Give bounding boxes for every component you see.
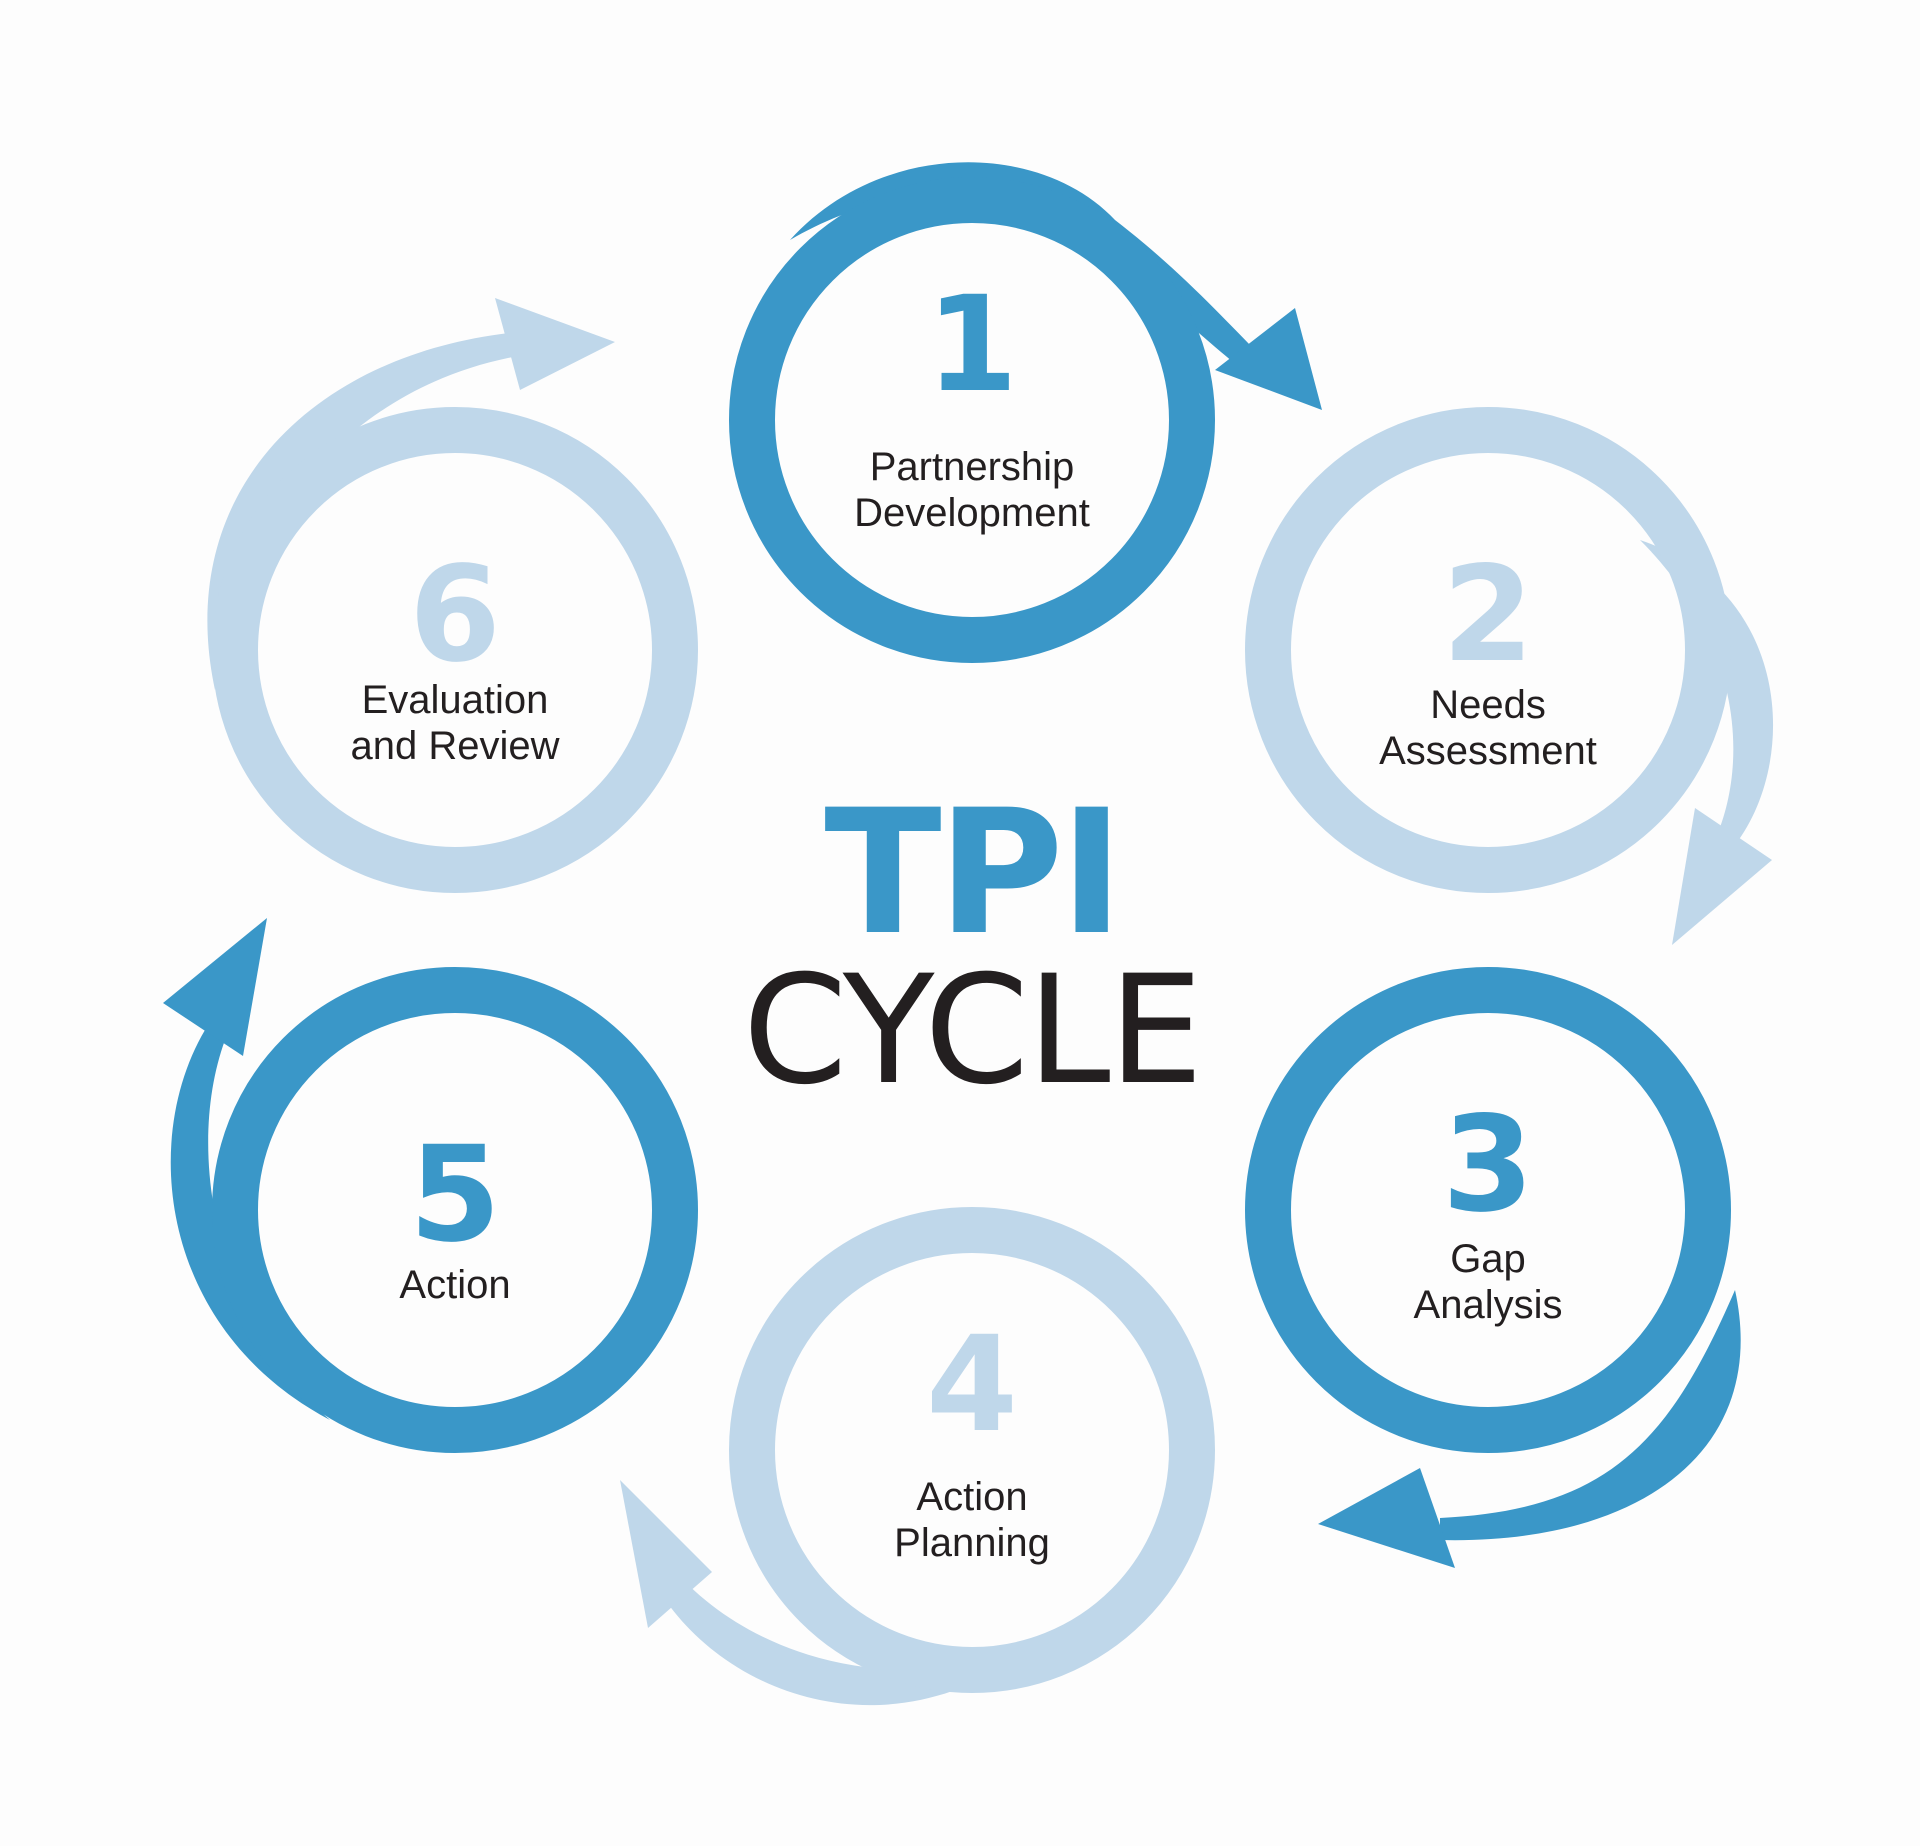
step-6-label-line2: and Review <box>350 724 559 768</box>
step-1-number: 1 <box>926 268 1018 422</box>
cycle-arrow-1 <box>790 162 1322 410</box>
step-1-label-line2: Development <box>854 491 1090 535</box>
step-3-label-line2: Analysis <box>1414 1283 1563 1327</box>
cycle-arrow-5-head <box>163 918 267 1056</box>
step-5-label-line1: Action <box>399 1263 510 1307</box>
step-4-ring <box>729 1207 1215 1693</box>
cycle-arrow-2-body <box>1640 540 1774 845</box>
step-2-label-line2: Assessment <box>1379 729 1597 773</box>
step-5-ring <box>212 967 698 1453</box>
step-5-number: 5 <box>409 1118 501 1272</box>
step-3: 3 Gap Analysis <box>1245 967 1731 1453</box>
step-1-label-line1: Partnership <box>870 445 1075 489</box>
cycle-arrow-2-head <box>1672 808 1772 945</box>
step-2-ring <box>1245 407 1731 893</box>
step-2-label-line1: Needs <box>1430 683 1546 727</box>
cycle-arrow-5-body <box>170 1030 330 1420</box>
step-2: 2 Needs Assessment <box>1245 407 1731 893</box>
cycle-arrow-6-head <box>495 298 615 390</box>
cycle-arrow-1-body <box>790 162 1260 372</box>
cycle-arrow-3-body <box>1440 1290 1741 1541</box>
step-3-number: 3 <box>1442 1088 1534 1242</box>
step-6: 6 Evaluation and Review <box>212 407 698 893</box>
cycle-arrow-1-head <box>1215 308 1322 410</box>
step-4: 4 Action Planning <box>729 1207 1215 1693</box>
step-5: 5 Action <box>212 967 698 1453</box>
cycle-arrow-4-head <box>620 1480 712 1628</box>
step-2-number: 2 <box>1442 538 1534 692</box>
cycle-arrow-5 <box>163 918 330 1420</box>
step-6-ring <box>212 407 698 893</box>
title-cycle: CYCLE <box>743 944 1202 1118</box>
step-3-ring <box>1245 967 1731 1453</box>
step-4-number: 4 <box>926 1308 1018 1462</box>
cycle-arrow-3-head <box>1318 1468 1455 1568</box>
cycle-arrow-2 <box>1640 540 1774 945</box>
title-tpi: TPI <box>824 772 1119 973</box>
step-6-number: 6 <box>409 538 501 692</box>
step-3-label-line1: Gap <box>1450 1237 1526 1281</box>
step-4-label-line1: Action <box>916 1475 1027 1519</box>
step-1: 1 Partnership Development <box>729 177 1215 663</box>
step-1-ring <box>729 177 1215 663</box>
cycle-arrow-3 <box>1318 1290 1741 1568</box>
step-4-label-line2: Planning <box>894 1521 1050 1565</box>
center-title: TPI CYCLE <box>743 772 1204 1118</box>
step-6-label-line1: Evaluation <box>362 678 549 722</box>
